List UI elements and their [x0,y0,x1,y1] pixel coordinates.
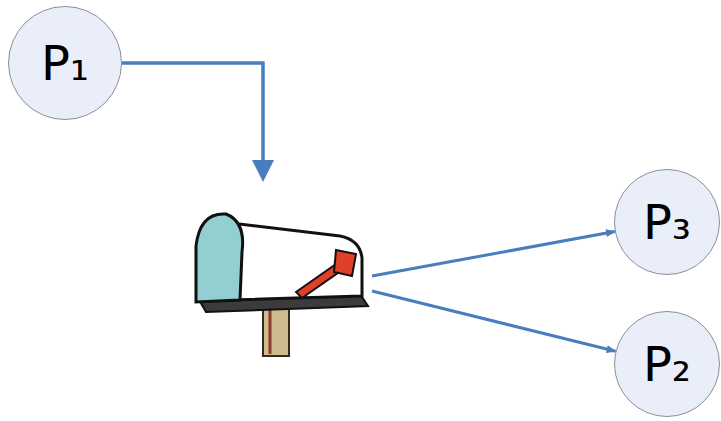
process-circle: P₁ [8,6,122,120]
arrow-head [252,160,274,182]
process-circle: P₂ [614,311,720,417]
process-label: P₂ [643,340,691,388]
process-label: P₁ [41,39,89,87]
post-shade [269,304,272,354]
mailbox-door [196,214,243,302]
process-circle: P₃ [614,169,720,275]
mailbox-flag [334,250,356,276]
message-arrow [122,63,615,276]
process-label: P₃ [643,198,691,246]
message-arrow [122,63,616,351]
